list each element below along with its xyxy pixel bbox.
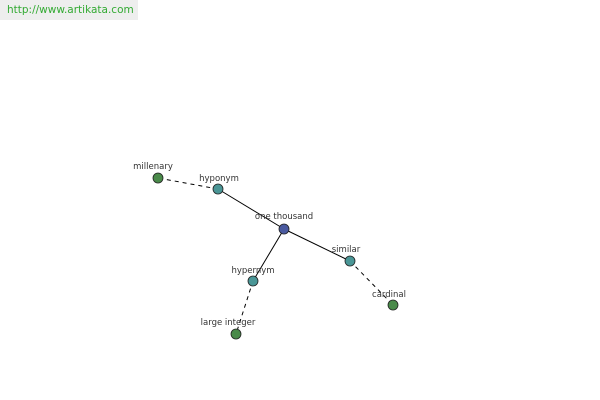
graph-nodes [152,172,399,340]
node-label-large-integer[interactable]: large integer [201,318,256,328]
edge-one-thousand-to-similar [283,228,351,262]
edge-one-thousand-to-hypernym [252,228,285,282]
node-label-one-thousand[interactable]: one thousand [255,212,313,222]
edge-one-thousand-to-hyponym [217,188,285,230]
graph-labels: one thousand hyponym hypernym similar millen… [133,162,406,328]
edge-similar-to-cardinal [349,260,394,306]
node-large-integer[interactable] [230,328,242,340]
node-label-millenary[interactable]: millenary [133,162,173,172]
node-hyponym[interactable] [212,183,224,195]
node-hypernym[interactable] [247,275,259,287]
node-similar[interactable] [344,255,356,267]
node-one-thousand[interactable] [278,223,290,235]
graph-edges [157,177,394,335]
site-url-link[interactable]: http://www.artikata.com [0,0,138,20]
node-label-similar[interactable]: similar [332,245,361,255]
node-cardinal[interactable] [387,299,399,311]
node-label-hyponym[interactable]: hyponym [199,174,239,184]
node-millenary[interactable] [152,172,164,184]
node-label-hypernym[interactable]: hypernym [231,266,274,276]
edge-hypernym-to-large-integer [235,280,254,335]
node-label-cardinal[interactable]: cardinal [372,290,406,300]
edge-hyponym-to-millenary [157,177,219,190]
